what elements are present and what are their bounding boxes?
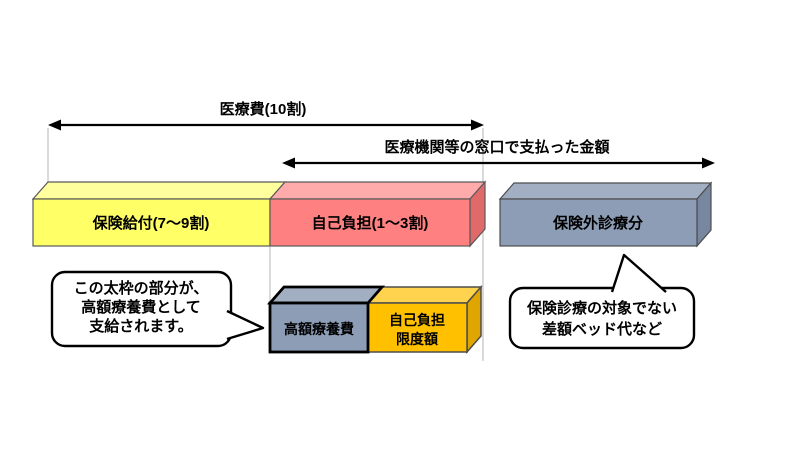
self-pay-limit-bar-label-line1: 自己負担 <box>389 312 445 328</box>
non-insured-note-line1: 保険診療の対象でない <box>526 299 677 317</box>
non-insured-bar-label: 保険外診療分 <box>552 214 643 232</box>
insurance-benefit-bar-label: 保険給付(7〜9割) <box>92 214 210 232</box>
self-pay-bar-top-face <box>268 181 487 200</box>
insurance-benefit-bar-top-face <box>31 181 287 200</box>
non-insured-note-callout: 保険診療の対象でない 差額ベッド代など <box>508 253 696 350</box>
high-cost-note-line3: 支給されます。 <box>88 317 193 335</box>
non-insured-bar: 保険外診療分 <box>498 181 713 248</box>
high-cost-medical-bar: 高額療養費 <box>266 285 386 354</box>
non-insured-note-line2: 差額ベッド代など <box>542 320 662 338</box>
total-cost-arrow: 医療費(10割) <box>48 100 484 131</box>
high-cost-medical-bar-label: 高額療養費 <box>284 321 354 337</box>
high-cost-note-callout-tail <box>226 309 265 341</box>
insurance-benefit-bar-front-face <box>32 198 271 247</box>
high-cost-note-line2: 高額療養費として <box>81 298 201 316</box>
window-paid-arrow-label: 医療機関等の窓口で支払った金額 <box>384 138 609 156</box>
high-cost-medical-bar-top-face <box>266 285 386 305</box>
high-cost-medical-bar-front-face <box>268 301 370 354</box>
arrowhead-left-icon <box>282 157 295 169</box>
non-insured-bar-front-face <box>499 198 698 247</box>
self-pay-limit-bar-front-face <box>367 302 468 353</box>
self-pay-bar: 自己負担(1〜3割) <box>268 180 487 248</box>
non-insured-bar-top-face <box>498 182 713 200</box>
non-insured-note-callout-body <box>508 286 696 350</box>
arrowhead-right-icon <box>702 157 715 169</box>
self-pay-limit-bar-label-line2: 限度額 <box>396 331 438 347</box>
arrowhead-right-icon <box>471 119 484 131</box>
self-pay-limit-bar-top-face <box>366 286 483 304</box>
non-insured-note-callout-tail <box>610 253 667 293</box>
self-pay-limit-bar: 自己負担 限度額 <box>366 285 483 354</box>
high-cost-note-callout: この太枠の部分が、 高額療養費として 支給されます。 <box>50 270 265 348</box>
high-cost-note-line1: この太枠の部分が、 <box>74 279 209 297</box>
window-paid-arrow: 医療機関等の窓口で支払った金額 <box>282 138 715 169</box>
self-pay-bar-front-face <box>269 198 471 247</box>
arrowhead-left-icon <box>48 119 61 131</box>
high-cost-note-callout-body <box>50 270 233 348</box>
total-cost-arrow-label: 医療費(10割) <box>220 100 307 118</box>
self-pay-bar-label: 自己負担(1〜3割) <box>312 214 429 232</box>
insurance-benefit-bar: 保険給付(7〜9割) <box>31 181 287 247</box>
